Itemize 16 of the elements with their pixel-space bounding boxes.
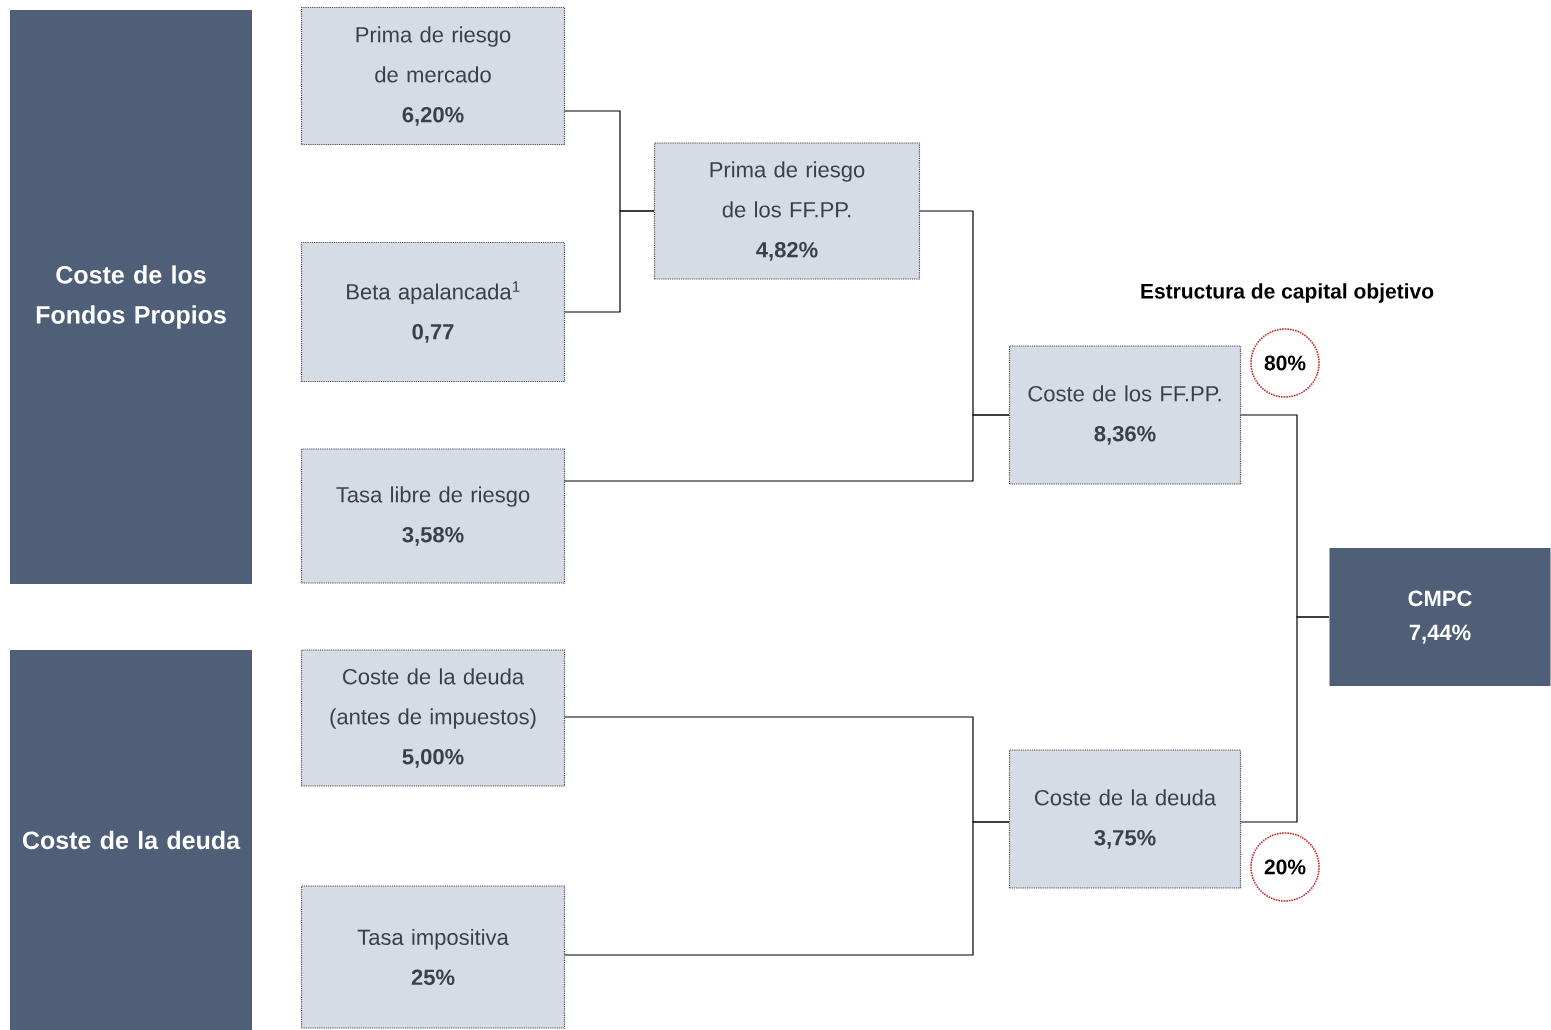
- category-band: Coste de la deuda: [10, 650, 252, 1030]
- connector-line: [563, 414, 1010, 482]
- heading-label: Estructura de capital objetivo: [1141, 283, 1434, 303]
- connector-line: [1239, 616, 1330, 823]
- value-box: Prima de riesgo de los FF.PP. 4,82%: [653, 142, 921, 280]
- value-box: Tasa impositiva 25%: [300, 885, 566, 1029]
- value-box: Beta apalancada$^{1}$ 0,77: [300, 241, 566, 383]
- value-box: Coste de la deuda 3,75%: [1008, 749, 1242, 889]
- value-box: Tasa libre de riesgo 3,58%: [300, 448, 566, 584]
- value-box: Coste de la deuda (antes de impuestos) 5,00%: [300, 649, 566, 787]
- connector-line: [563, 821, 1010, 956]
- connector-line: [563, 210, 655, 313]
- value-box: Coste de los FF.PP. 8,36%: [1008, 345, 1242, 485]
- value-box: Prima de riesgo de mercado 6,20%: [300, 6, 566, 146]
- result-box: CMPC 7,44%: [1329, 548, 1551, 686]
- category-band: Coste de los Fondos Propios: [10, 10, 252, 584]
